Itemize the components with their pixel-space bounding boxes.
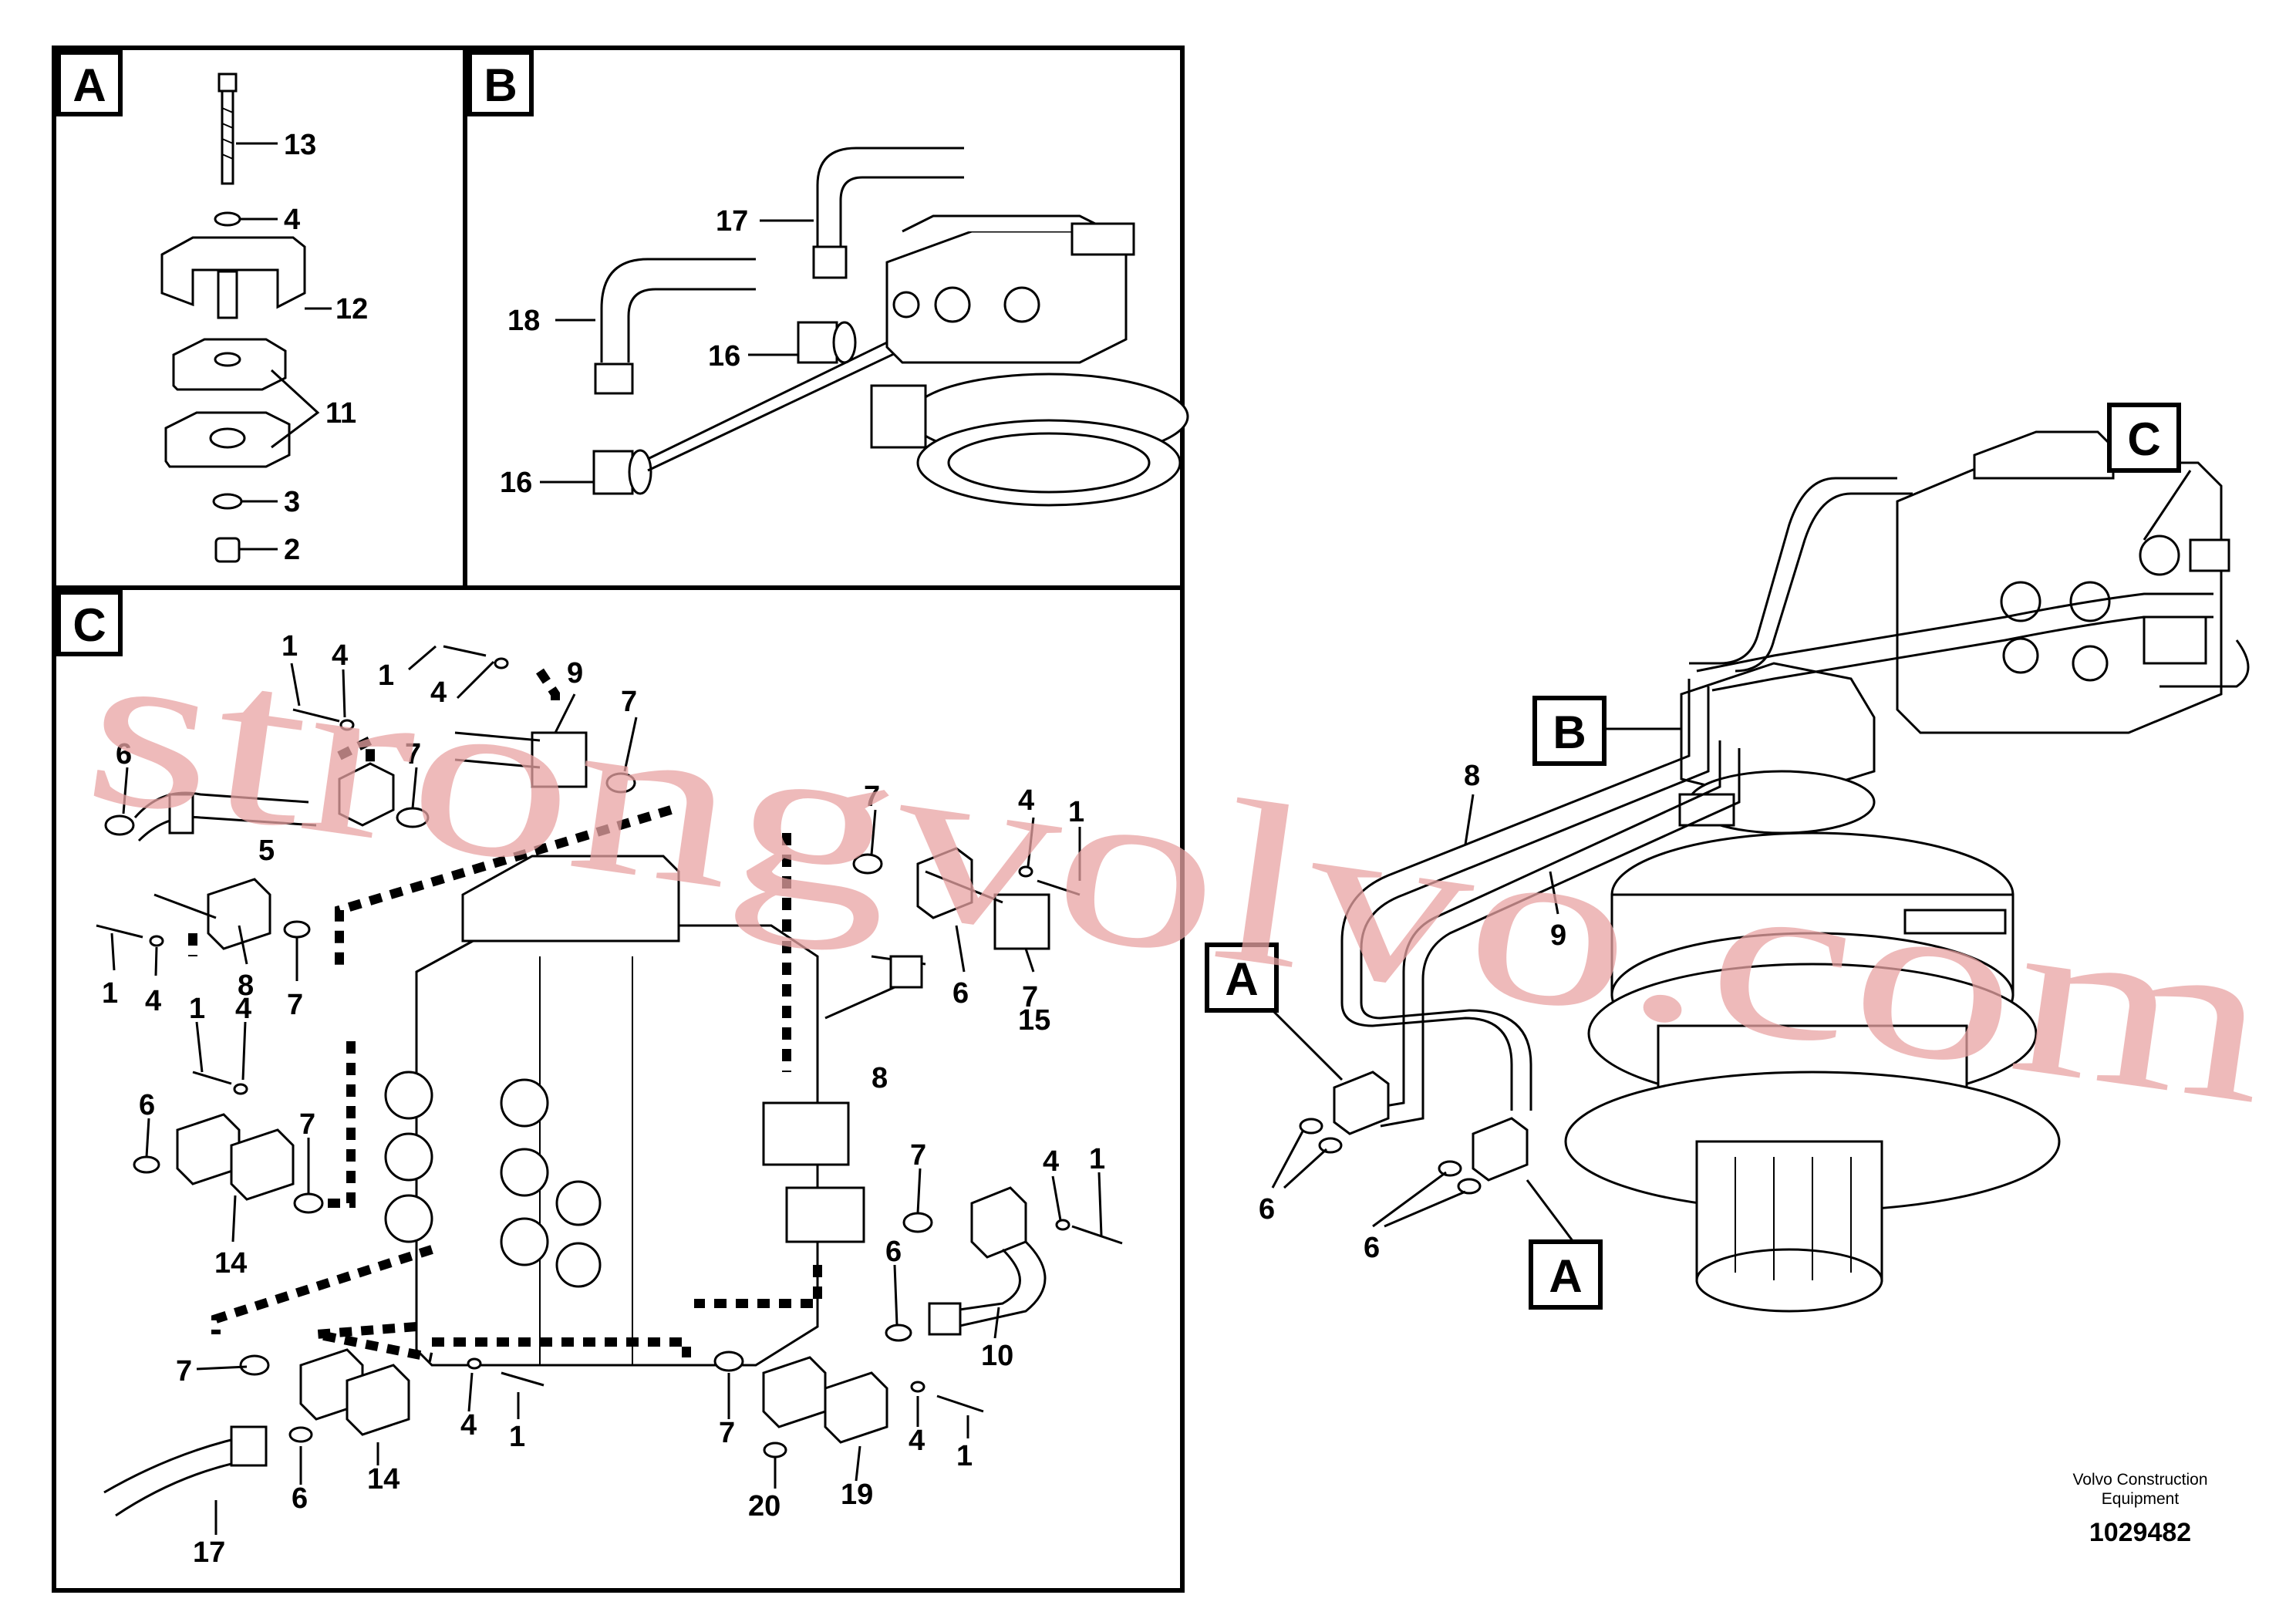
callout-11: 11: [325, 397, 356, 430]
panel-c-drawing: [96, 645, 1123, 1535]
callout-2: 2: [284, 534, 300, 566]
overview-drawing: [1271, 430, 2250, 1313]
panel-c-tag: C: [56, 590, 123, 656]
callout-15: 15: [1018, 1004, 1050, 1037]
callout-7: 7: [405, 738, 421, 771]
callout-4: 4: [1043, 1145, 1059, 1178]
callout-9: 9: [1550, 919, 1566, 952]
callout-1: 1: [378, 659, 394, 692]
callout-20: 20: [748, 1490, 781, 1523]
callout-4: 4: [1018, 784, 1034, 817]
overview-callouts: 8 9 6 6: [1259, 760, 1566, 1264]
callout-1: 1: [102, 977, 118, 1010]
callout-16: 16: [708, 340, 740, 373]
callout-6: 6: [116, 738, 132, 771]
callout-12: 12: [335, 293, 368, 325]
callout-4: 4: [332, 639, 348, 672]
callout-18: 18: [507, 305, 540, 337]
callout-8: 8: [238, 969, 254, 1002]
callout-4: 4: [460, 1409, 477, 1442]
callout-7: 7: [621, 686, 637, 718]
svg-text:A: A: [1225, 953, 1258, 1005]
callout-7: 7: [299, 1108, 315, 1141]
panel-b-callouts: 17 18 16 16: [500, 205, 748, 499]
panel-b-tag: B: [467, 50, 534, 116]
callout-1: 1: [956, 1440, 973, 1472]
svg-text:C: C: [2127, 413, 2160, 465]
callout-7: 7: [910, 1139, 926, 1172]
panel-c-frame: [52, 585, 1185, 1593]
callout-17: 17: [193, 1536, 225, 1569]
callout-4: 4: [430, 676, 447, 709]
callout-7: 7: [287, 989, 303, 1021]
callout-4: 4: [145, 985, 161, 1017]
panel-b-drawing: [540, 147, 1189, 507]
callout-1: 1: [1068, 796, 1084, 828]
callout-6: 6: [952, 977, 969, 1010]
callout-8: 8: [1464, 760, 1480, 792]
callout-6: 6: [1259, 1193, 1275, 1226]
callout-1: 1: [189, 993, 205, 1025]
panel-c-callouts: 1 4 1 4 9 7 6 5 7 7 4 1 1 4 8 7 7 6 15 8…: [102, 630, 1105, 1569]
callout-1: 1: [1089, 1143, 1105, 1175]
callout-16: 16: [500, 467, 532, 499]
svg-text:A: A: [1549, 1250, 1582, 1302]
panel-a-drawing: [160, 73, 332, 563]
overview-flags: C B A A: [1205, 403, 2181, 1310]
callout-7: 7: [1022, 981, 1038, 1013]
callout-7: 7: [719, 1417, 735, 1449]
callout-4: 4: [909, 1425, 925, 1457]
callout-5: 5: [258, 835, 275, 867]
svg-text:B: B: [1553, 706, 1586, 758]
flag-a-upper: A: [1205, 943, 1279, 1013]
svg-text:C: C: [72, 599, 106, 651]
drawing-number: 1029482: [2089, 1518, 2191, 1547]
callout-3: 3: [284, 486, 300, 518]
callout-10: 10: [981, 1340, 1013, 1372]
callout-6: 6: [1364, 1232, 1380, 1264]
panel-a-frame: [52, 46, 467, 590]
flag-b: B: [1532, 696, 1607, 766]
flag-c: C: [2107, 403, 2181, 473]
callout-13: 13: [284, 129, 316, 161]
flag-a-lower: A: [1529, 1239, 1603, 1310]
callout-9: 9: [567, 657, 583, 690]
callout-19: 19: [841, 1479, 873, 1511]
callout-14: 14: [214, 1247, 247, 1280]
callout-6: 6: [292, 1482, 308, 1515]
callout-8: 8: [872, 1062, 888, 1094]
callout-17: 17: [716, 205, 748, 238]
callout-7: 7: [864, 781, 880, 813]
callout-6: 6: [139, 1089, 155, 1121]
callout-7: 7: [176, 1355, 192, 1388]
callout-6: 6: [885, 1236, 902, 1268]
panel-a-tag: A: [56, 50, 123, 116]
svg-text:A: A: [72, 59, 106, 111]
panel-a-callouts: 13 4 12 11 3 2: [284, 129, 368, 566]
callout-1: 1: [509, 1421, 525, 1453]
footer: Volvo Construction Equipment 1029482: [2072, 1471, 2207, 1547]
callout-4: 4: [235, 993, 251, 1025]
maker-line-1: Volvo Construction: [2072, 1471, 2207, 1489]
callout-4: 4: [284, 204, 300, 236]
svg-text:B: B: [484, 59, 517, 111]
callout-14: 14: [367, 1463, 400, 1496]
callout-1: 1: [282, 630, 298, 663]
maker-line-2: Equipment: [2102, 1490, 2180, 1508]
